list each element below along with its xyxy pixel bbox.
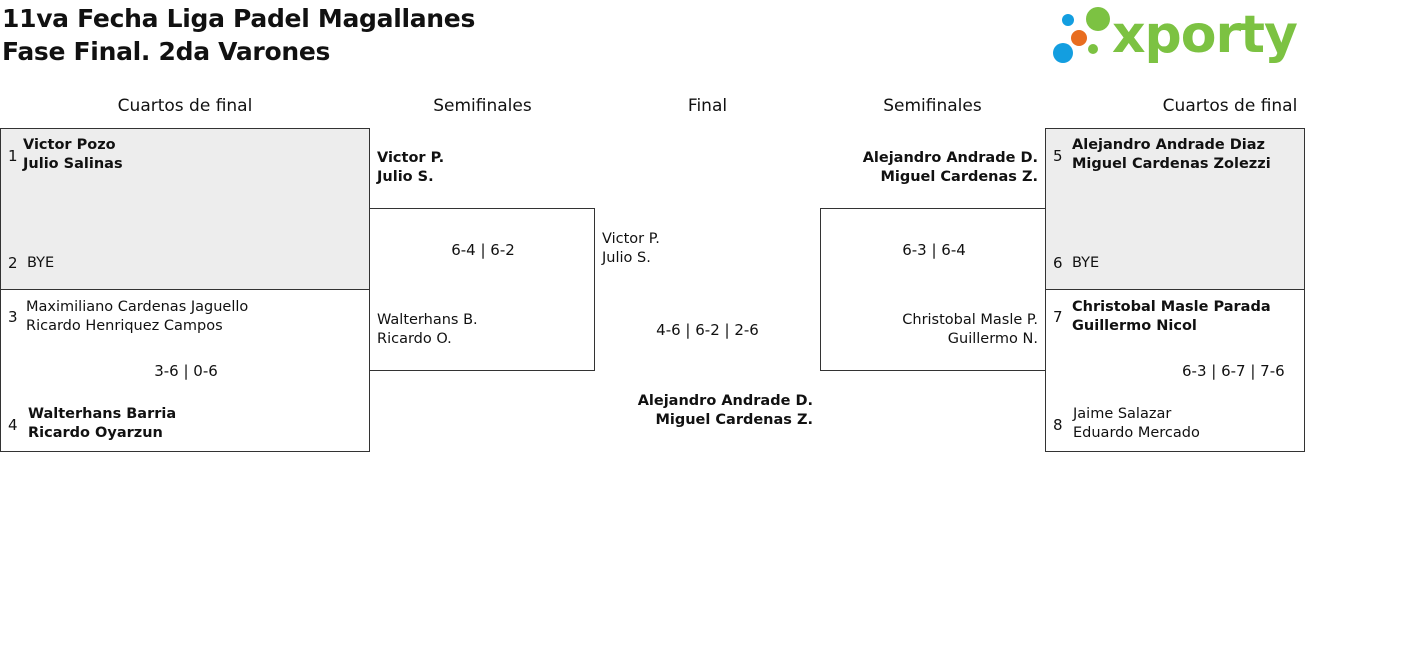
match-box-qf2[interactable]: 3 Maximiliano Cardenas Jaguello Ricardo … [0,289,370,452]
round-header-sf-left: Semifinales [433,96,532,116]
final-top-team: Victor P. Julio S. [602,230,660,268]
team-bye: BYE [1072,255,1100,271]
player-name: Ricardo O. [377,331,452,347]
player-name: Guillermo Nicol [1072,318,1197,334]
match-box-sf-left[interactable]: 6-4 | 6-2 Walterhans B. Ricardo O. [369,208,595,371]
round-header-qf-right: Cuartos de final [1162,96,1298,116]
player-name: Alejandro Andrade D. [862,150,1038,166]
page-title: 11va Fecha Liga Padel Magallanes Fase Fi… [2,2,475,68]
sf-left-bottom-team: Walterhans B. Ricardo O. [377,311,478,349]
player-name: Christobal Masle P. [902,312,1038,328]
match-box-sf-right[interactable]: 6-3 | 6-4 Christobal Masle P. Guillermo … [820,208,1046,371]
seed-number: 1 [8,147,18,165]
final-score: 4-6 | 6-2 | 2-6 [656,321,759,339]
seed-number: 2 [8,254,18,272]
player-name: Maximiliano Cardenas Jaguello [26,299,249,315]
team-bye: BYE [27,255,55,271]
player-name: Miguel Cardenas Z. [655,412,813,428]
player-name: Ricardo Henriquez Campos [26,318,223,334]
seed-number: 4 [8,416,18,434]
sf-right-top-team: Alejandro Andrade D. Miguel Cardenas Z. [820,149,1038,187]
player-name: Walterhans Barria [28,406,177,422]
match-score: 3-6 | 0-6 [154,362,218,380]
seed-number: 5 [1053,147,1063,165]
player-name: Victor Pozo [23,137,116,153]
seed-number: 7 [1053,308,1063,326]
round-header-qf-left: Cuartos de final [117,96,253,116]
player-name: Miguel Cardenas Z. [880,169,1038,185]
match-box-qf1[interactable]: 1 Victor Pozo Julio Salinas 2 BYE [0,128,370,290]
player-name: Eduardo Mercado [1073,425,1200,441]
player-name: Walterhans B. [377,312,478,328]
player-name: Christobal Masle Parada [1072,299,1271,315]
team-8: Jaime Salazar Eduardo Mercado [1073,405,1200,443]
player-name: Julio Salinas [23,156,123,172]
player-name: Ricardo Oyarzun [28,425,163,441]
title-line-2: Fase Final. 2da Varones [2,37,331,66]
seed-number: 6 [1053,254,1063,272]
logo-wordmark: xporty [1112,5,1298,65]
player-name: Alejandro Andrade Diaz [1072,137,1265,153]
team-4: Walterhans Barria Ricardo Oyarzun [28,405,176,443]
team-5: Alejandro Andrade Diaz Miguel Cardenas Z… [1072,136,1271,174]
player-name: Julio S. [602,250,651,266]
sf-right-bottom-team: Christobal Masle P. Guillermo N. [821,311,1038,349]
player-name: Guillermo N. [947,331,1038,347]
player-name: Julio S. [377,169,434,185]
seed-number: 8 [1053,416,1063,434]
match-score: 6-3 | 6-4 [902,241,966,259]
match-box-qf4[interactable]: 7 Christobal Masle Parada Guillermo Nico… [1045,289,1305,452]
player-name: Alejandro Andrade D. [637,393,813,409]
round-header-sf-right: Semifinales [883,96,982,116]
player-name: Jaime Salazar [1073,406,1172,422]
seed-number: 3 [8,308,18,326]
logo-dots-icon [1053,7,1110,63]
match-score: 6-4 | 6-2 [451,241,515,259]
player-name: Miguel Cardenas Zolezzi [1072,156,1271,172]
title-line-1: 11va Fecha Liga Padel Magallanes [2,4,476,33]
team-3: Maximiliano Cardenas Jaguello Ricardo He… [26,298,248,336]
team-1: Victor Pozo Julio Salinas [23,136,123,174]
match-box-qf3[interactable]: 5 Alejandro Andrade Diaz Miguel Cardenas… [1045,128,1305,290]
round-header-final: Final [687,96,728,116]
sf-left-top-team: Victor P. Julio S. [377,149,444,187]
player-name: Victor P. [377,150,445,166]
xporty-logo[interactable]: xporty [1052,4,1298,68]
team-7: Christobal Masle Parada Guillermo Nicol [1072,298,1271,336]
player-name: Victor P. [602,231,660,247]
final-winner-team: Alejandro Andrade D. Miguel Cardenas Z. [595,392,813,430]
match-score: 6-3 | 6-7 | 7-6 [1182,362,1285,380]
